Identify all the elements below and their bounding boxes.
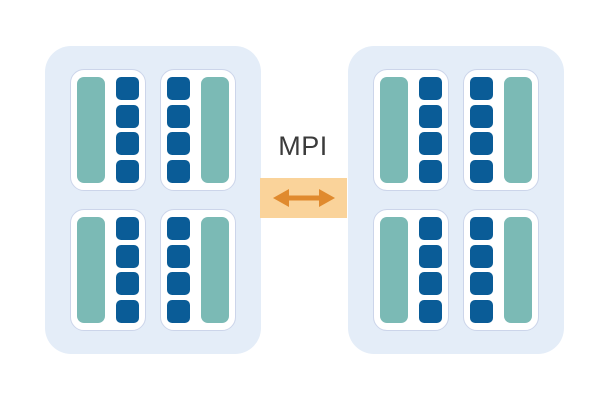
mpi-link-box (260, 178, 347, 218)
core-unit (116, 104, 139, 128)
socket-card (160, 69, 236, 191)
core-unit (116, 217, 139, 240)
core-unit (167, 272, 190, 296)
core-unit (116, 272, 139, 296)
core-column (470, 77, 493, 183)
core-unit (116, 159, 139, 183)
memory-bar (380, 77, 408, 183)
core-unit (167, 104, 190, 128)
core-unit (419, 272, 442, 296)
core-unit (167, 77, 190, 100)
core-unit (419, 77, 442, 100)
memory-bar (201, 77, 229, 183)
core-unit (116, 299, 139, 323)
core-unit (116, 77, 139, 100)
core-unit (419, 217, 442, 240)
core-unit (470, 159, 493, 183)
core-column (167, 77, 190, 183)
core-unit (419, 159, 442, 183)
socket-card (70, 209, 146, 331)
core-column (470, 217, 493, 323)
double-headed-arrow-icon (272, 189, 335, 207)
core-unit (470, 77, 493, 100)
socket-card (463, 209, 539, 331)
core-column (116, 217, 139, 323)
socket-card (373, 209, 449, 331)
core-unit (167, 217, 190, 240)
core-unit (167, 159, 190, 183)
core-column (167, 217, 190, 323)
memory-bar (504, 217, 532, 323)
core-unit (116, 132, 139, 156)
core-unit (419, 104, 442, 128)
core-unit (116, 244, 139, 268)
core-unit (470, 244, 493, 268)
socket-card (373, 69, 449, 191)
core-unit (470, 272, 493, 296)
memory-bar (77, 77, 105, 183)
core-unit (470, 217, 493, 240)
core-unit (470, 299, 493, 323)
core-unit (470, 132, 493, 156)
core-unit (470, 104, 493, 128)
memory-bar (201, 217, 229, 323)
core-column (419, 77, 442, 183)
core-column (116, 77, 139, 183)
core-unit (419, 299, 442, 323)
core-unit (167, 132, 190, 156)
socket-card (70, 69, 146, 191)
core-unit (167, 244, 190, 268)
memory-bar (504, 77, 532, 183)
mpi-label: MPI (278, 131, 328, 161)
core-unit (419, 132, 442, 156)
socket-card (463, 69, 539, 191)
core-column (419, 217, 442, 323)
memory-bar (380, 217, 408, 323)
core-unit (419, 244, 442, 268)
socket-card (160, 209, 236, 331)
node-panel-right (348, 46, 564, 354)
core-unit (167, 299, 190, 323)
node-panel-left (45, 46, 261, 354)
memory-bar (77, 217, 105, 323)
